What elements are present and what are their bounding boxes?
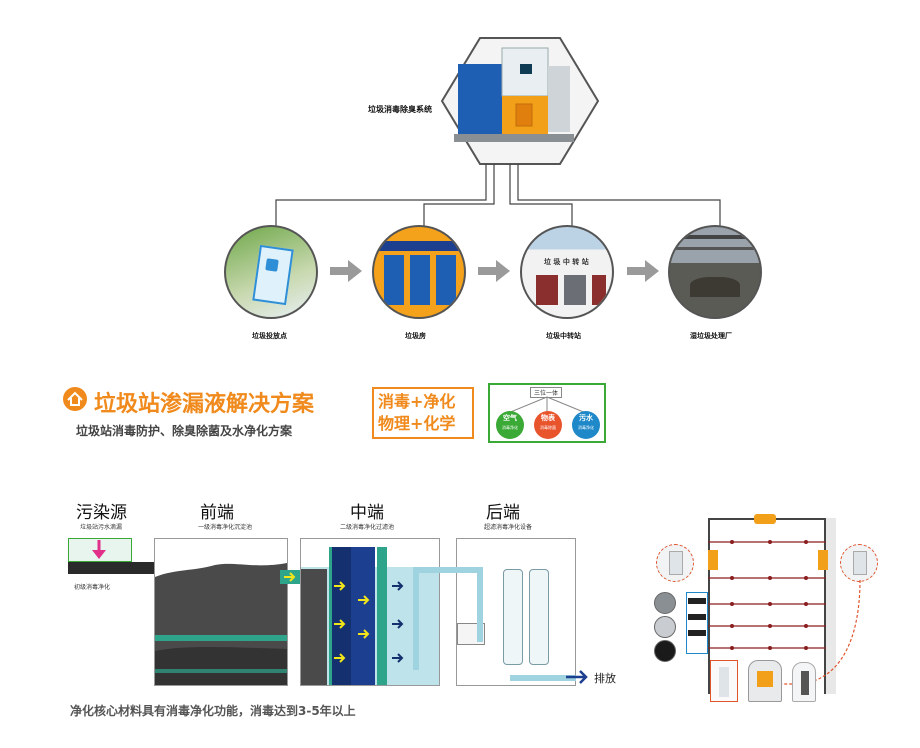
trinity-water: 污水 消毒净化 [572, 411, 600, 439]
arrow-right-icon [330, 260, 362, 282]
stage-title-middle: 中端 [350, 503, 384, 523]
badge-line-2: 物理+化学 [378, 414, 456, 433]
home-icon [63, 387, 87, 411]
right-sprayer [818, 550, 828, 570]
trinity-box: 三位一体 空气 消毒净化 物表 消毒除菌 污水 消毒净化 [488, 383, 606, 443]
device-right-photo [840, 544, 878, 582]
discharge-label: 排放 [594, 672, 616, 685]
primary-purification-label: 初级消毒净化 [74, 584, 111, 591]
top-sprayer [754, 514, 776, 524]
system-hexagon [440, 37, 600, 165]
station-sign: 垃 圾 中 转 站 [544, 258, 589, 266]
system-label: 垃圾消毒除臭系统 [368, 105, 432, 114]
device-left-photo [656, 544, 694, 582]
stage-sub-middle: 二级消毒净化过滤池 [340, 524, 395, 531]
pipes [413, 567, 576, 681]
trinity-surface: 物表 消毒除菌 [534, 411, 562, 439]
badge-line-1: 消毒+净化 [378, 392, 456, 411]
photo-wet-waste-plant [668, 225, 762, 319]
method-badge: 消毒+净化 物理+化学 [372, 387, 474, 439]
device-cabinet [748, 660, 782, 702]
stage-sub-source: 垃圾站污水滴漏 [80, 524, 123, 531]
photo-garbage-room [372, 225, 466, 319]
trinity-connectors [507, 396, 587, 414]
arrow-right-icon [478, 260, 510, 282]
right-wall-shade [826, 518, 836, 694]
middle-flow-arrows [334, 581, 404, 663]
pipe-network [708, 540, 826, 650]
middle-tank [300, 538, 440, 686]
arrow-right-icon [627, 260, 659, 282]
photo-transfer-station: 垃 圾 中 转 站 [520, 225, 614, 319]
device-tower [710, 660, 738, 702]
stage-title-front: 前端 [200, 503, 234, 523]
left-sprayer [708, 550, 718, 570]
sample-3 [654, 640, 676, 662]
stage-sub-back: 超滤消毒净化设备 [484, 524, 533, 531]
solution-subtitle: 垃圾站消毒防护、除臭除菌及水净化方案 [76, 424, 293, 438]
source-pipe [68, 562, 156, 574]
trinity-air: 空气 消毒净化 [496, 411, 524, 439]
sample-panel [686, 592, 708, 654]
step-label-wet-waste-plant: 湿垃圾处理厂 [690, 332, 732, 340]
stage-title-back: 后端 [486, 503, 520, 523]
stage-title-source: 污染源 [76, 503, 127, 523]
stage-sub-front: 一级消毒净化沉淀池 [198, 524, 253, 531]
step-label-drop-point: 垃圾投放点 [252, 332, 287, 340]
sample-2 [654, 616, 676, 638]
drip-down-arrow-icon [92, 540, 106, 559]
device-purifier [792, 662, 816, 702]
discharge-arrow-icon [566, 670, 588, 684]
back-tank [456, 538, 576, 686]
connector-lines [275, 164, 721, 228]
flow-arrow-icon [280, 570, 300, 584]
front-tank [154, 538, 288, 686]
sample-1 [654, 592, 676, 614]
footer-note: 净化核心材料具有消毒净化功能，消毒达到3-5年以上 [70, 704, 356, 718]
step-label-transfer-station: 垃圾中转站 [546, 332, 581, 340]
sample-tags [688, 598, 706, 648]
solution-title: 垃圾站渗漏液解决方案 [94, 392, 315, 417]
step-label-garbage-room: 垃圾房 [405, 332, 426, 340]
photo-drop-point [224, 225, 318, 319]
